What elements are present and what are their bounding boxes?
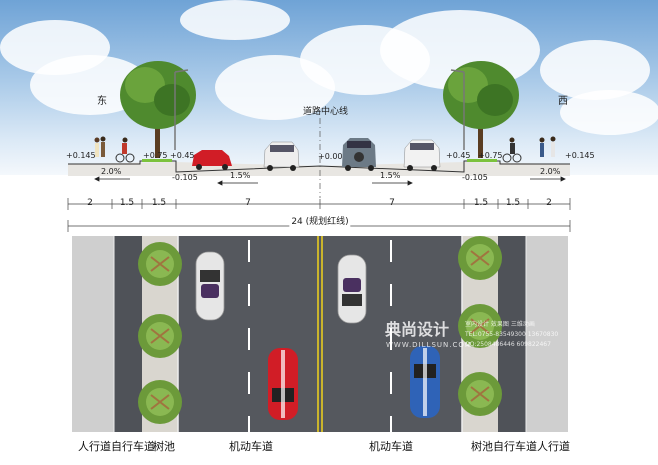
plan-tree	[458, 236, 502, 280]
elevation-right-outer: +0.145	[565, 151, 595, 160]
dimension-segment: 7	[389, 198, 395, 208]
elevation-left-outer: +0.145	[66, 151, 96, 160]
elevation-right-curb-bottom: -0.105	[462, 173, 488, 182]
cloud	[560, 90, 658, 135]
pedestrian-right	[539, 136, 556, 157]
sidewalk-right	[526, 236, 568, 432]
slope-left-sidewalk: 2.0%	[101, 167, 122, 176]
watermark-phone2: QQ:2508486446 609822467	[465, 341, 551, 348]
label-tree-pool-left: 树池	[153, 440, 175, 453]
elevation-left-curb-bottom: -0.105	[172, 173, 198, 182]
bike-lane-right	[498, 236, 526, 432]
elevation-right-curb-top: +0.45	[446, 151, 471, 160]
dimension-segment: 1.5	[119, 198, 135, 208]
elevation-left-curb-top: +0.45	[170, 151, 195, 160]
slope-left-road: 1.5%	[230, 171, 251, 180]
dimension-total: 24 (规划红线)	[289, 217, 351, 227]
cloud	[180, 0, 290, 40]
car-red-section	[192, 150, 232, 170]
cyclist-left	[115, 137, 135, 163]
plan-trees	[138, 236, 502, 424]
dimension-segment: 2	[87, 198, 93, 208]
sidewalk-left	[72, 236, 114, 432]
car-white-section-2	[403, 139, 441, 171]
dimension-segment: 1.5	[151, 198, 167, 208]
label-sidewalk-right: 人行道	[537, 440, 570, 453]
watermark-url: WWW.DILLSUN.COM	[386, 341, 472, 349]
dimension-segment: 1.5	[473, 198, 489, 208]
centerline-label: 道路中心线	[303, 107, 349, 117]
tree-right-section	[443, 61, 519, 158]
label-sidewalk-left: 人行道	[78, 440, 111, 453]
plan-tree	[138, 314, 182, 358]
plan-car-white-1	[195, 251, 225, 321]
slope-right-sidewalk: 2.0%	[540, 167, 561, 176]
pedestrian-left	[94, 136, 106, 157]
watermark-services: 室内设计 效果图 三维动画	[465, 321, 535, 328]
car-white-section-1	[263, 141, 300, 171]
plan-tree	[458, 372, 502, 416]
slope-right-road: 1.5%	[380, 171, 401, 180]
dimension-segment: 2	[546, 198, 552, 208]
label-motor-lane-left: 机动车道	[229, 440, 273, 453]
direction-east-label: 东	[97, 96, 107, 107]
dimension-segment: 1.5	[505, 198, 521, 208]
slope-arrows	[94, 176, 566, 186]
dimension-segment: 7	[245, 198, 251, 208]
label-motor-lane-right: 机动车道	[369, 440, 413, 453]
elevation-left-bike: +0.75	[143, 151, 168, 160]
plan-car-red	[268, 348, 298, 420]
plan-car-blue	[410, 346, 440, 418]
plan-car-white-2	[337, 254, 367, 324]
direction-west-label: 西	[558, 96, 568, 107]
plan-tree	[458, 304, 502, 348]
elevation-center: +0.00	[318, 152, 343, 161]
elevation-right-bike: +0.75	[478, 151, 503, 160]
bike-lane-left	[114, 236, 142, 432]
label-tree-pool-right: 树池	[471, 440, 493, 453]
plan-tree	[138, 380, 182, 424]
cyclist-right	[502, 137, 522, 163]
plan-tree	[138, 242, 182, 286]
car-suv-section	[342, 138, 376, 171]
watermark-phone1: TEL:0755-83549300 13670830	[465, 331, 559, 338]
tree-left-section	[120, 61, 196, 158]
watermark-brand: 典尚设计	[385, 320, 450, 339]
label-bike-lane-left: 自行车道	[111, 440, 155, 453]
label-bike-lane-right: 自行车道	[493, 440, 537, 453]
